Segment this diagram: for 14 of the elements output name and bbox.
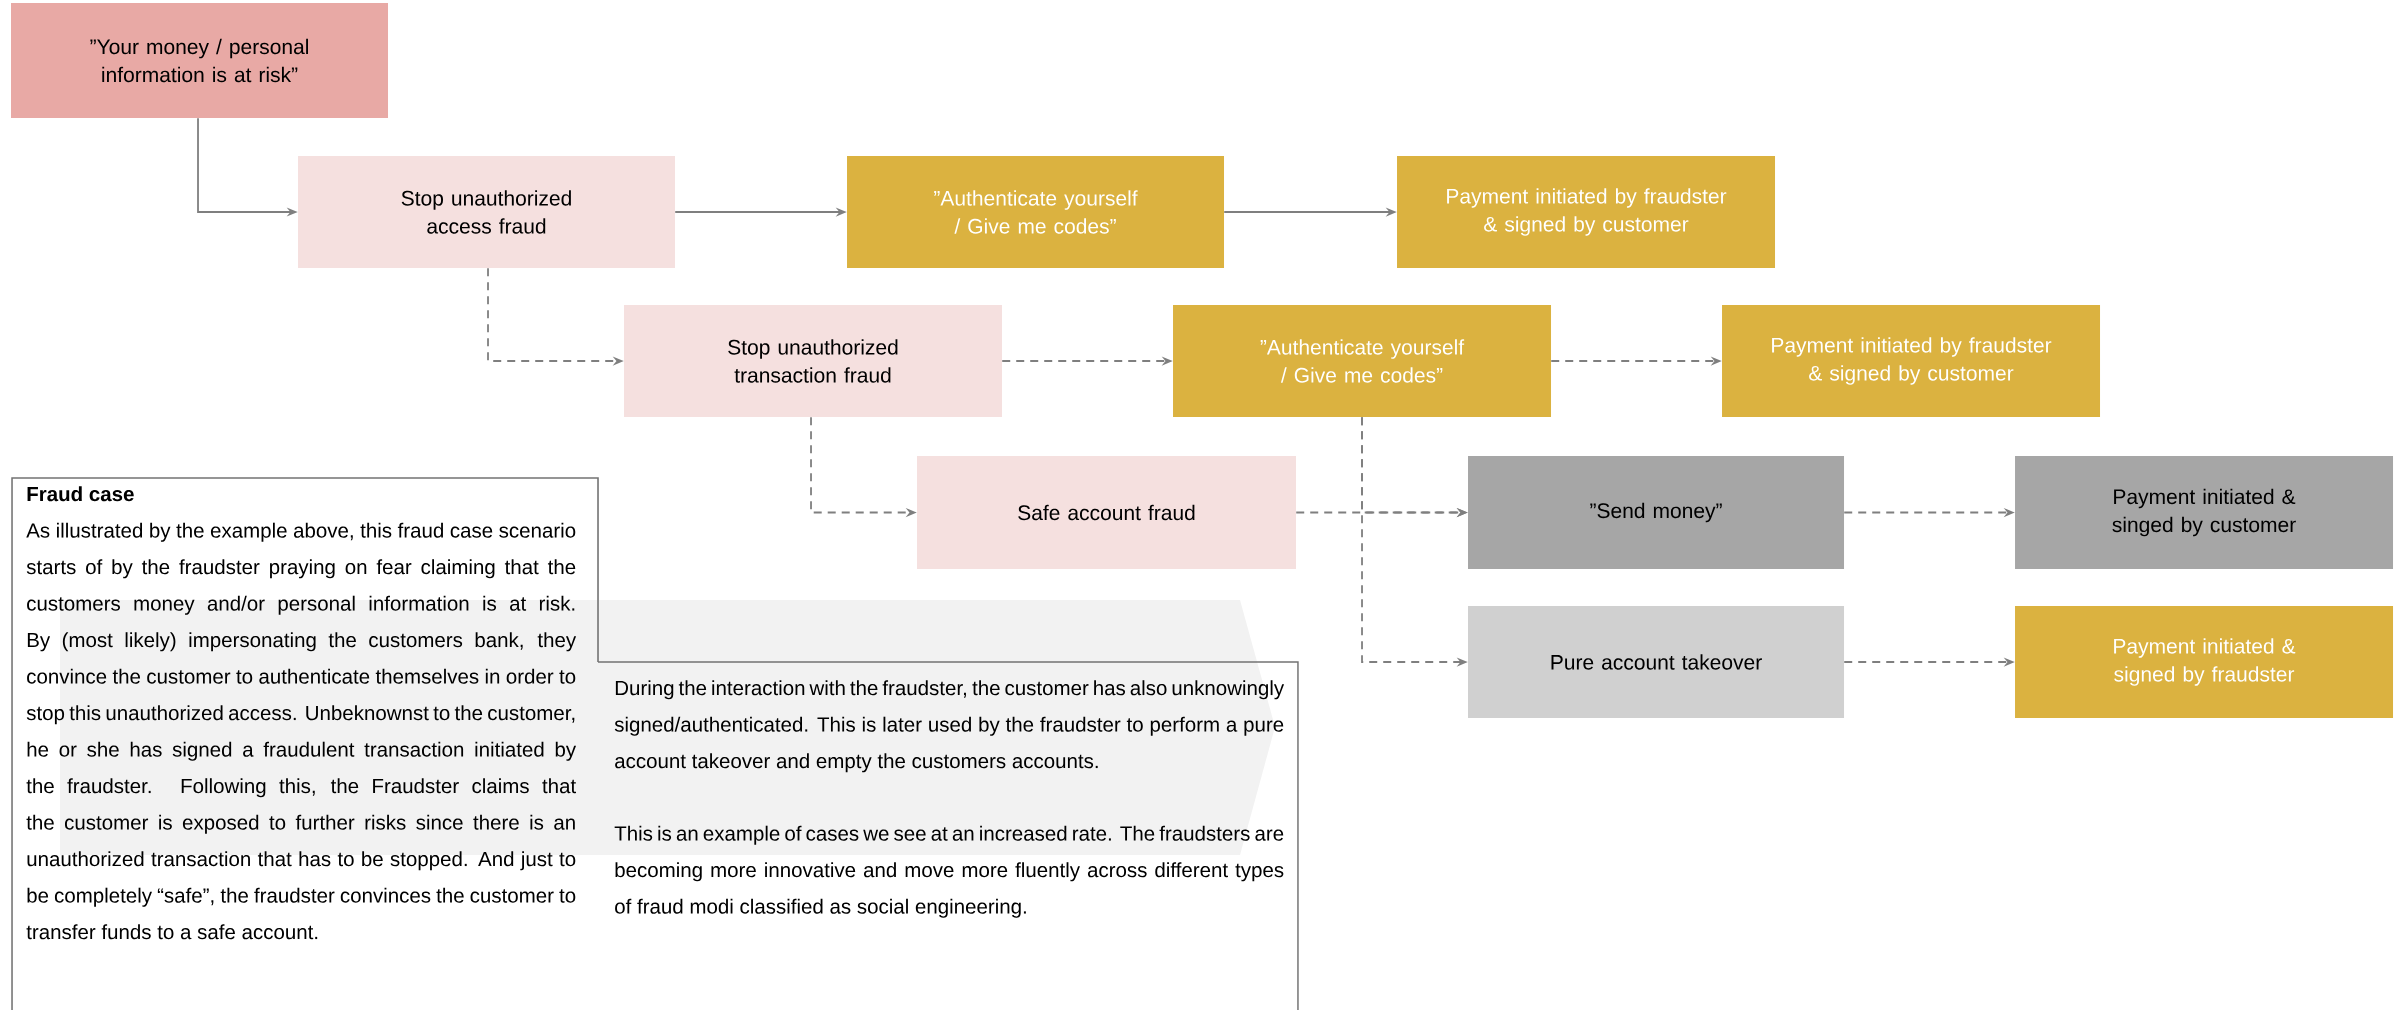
quote-box: ”Send money” [1468,456,1844,569]
outcome-box: Payment initiated & signed by fraudster [2015,606,2394,718]
warning-box: ”Your money / personal information is at risk” [11,3,388,118]
quote-box: ”Authenticate yourself / Give me codes” [1173,305,1551,417]
fraud-type-box: Safe account fraud [917,456,1296,569]
fraud-type-box: Stop unauthorized transaction fraud [624,305,1002,417]
outcome-box: Payment initiated by fraudster & signed by customer [1722,305,2100,417]
outcome-box: Payment initiated by fraudster & signed by customer [1397,156,1775,268]
text-panel: Fraud case As illustrated by the example above, this fraud case scenario starts of by the fraudster praying on fear claiming that the customers money and/or personal information is at risk. By (most likely) impersonating the customers bank, they convince the customer to authenticate themselves in order to stop this unauthorized access. Unbeknownst to the customer, he or she has signed a fraudulent transaction initiated by the fraudster. Following this, the Fraudster claims that the customer is exposed to further risks since there is an unauthorized transaction that has to be stopped. And just to be completely “safe”, the fraudster convinces the customer to transfer funds to a safe account. [11,477,599,1010]
fraud-type-box: Stop unauthorized access fraud [298,156,675,268]
outcome-box: Payment initiated & singed by customer [2015,456,2394,569]
text-panel: During the interaction with the fraudster, the customer has also unknowingly signed/authenticated. This is later used by the fraudster to perform a pure account takeover and empty the customers accounts. This is an example of cases we see at an increased rate. The fraudsters are becoming more innovative and move more fluently across different types of fraud modi classified as social engineering. [597,661,1299,1010]
fraud-type-box: Pure account takeover [1468,606,1844,718]
quote-box: ”Authenticate yourself / Give me codes” [847,156,1224,268]
